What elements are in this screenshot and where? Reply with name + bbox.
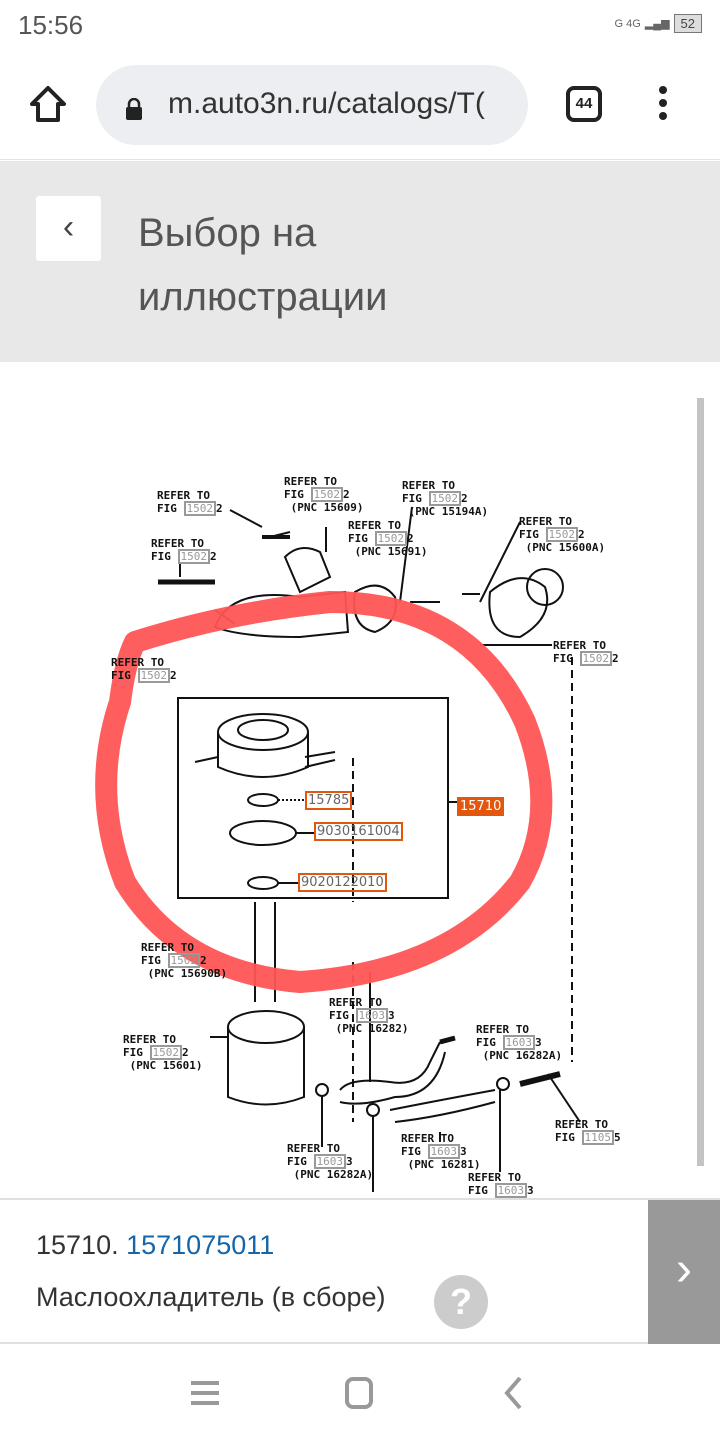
recents-icon[interactable] [190, 1378, 220, 1408]
fig-link[interactable]: 1502 [183, 501, 216, 516]
fig-link[interactable]: 1502 [149, 1045, 182, 1060]
part-number-link[interactable]: 1571075011 [126, 1230, 275, 1260]
fig-link[interactable]: 1502 [428, 491, 461, 506]
fig-link[interactable]: 1603 [355, 1008, 388, 1023]
fig-link[interactable]: 1502 [177, 549, 210, 564]
part-link-9030161004[interactable]: 9030161004 [314, 822, 403, 841]
battery-icon: 52 [673, 14, 702, 33]
back-nav-icon[interactable] [502, 1376, 524, 1410]
fig-link[interactable]: 1502 [137, 668, 170, 683]
fig-link[interactable]: 1502 [545, 527, 578, 542]
fig-link[interactable]: 1502 [374, 531, 407, 546]
fig-link[interactable]: 1105 [581, 1130, 614, 1145]
fig-link[interactable]: 1502 [310, 487, 343, 502]
back-button[interactable]: ‹ [36, 196, 101, 261]
scrollbar[interactable] [697, 398, 704, 1166]
fig-link[interactable]: 1603 [494, 1183, 527, 1198]
fig-link[interactable]: 1502 [579, 651, 612, 666]
lock-icon [126, 98, 142, 120]
help-icon[interactable]: ? [434, 1275, 488, 1329]
part-number-line: 15710. 1571075011 [36, 1230, 274, 1261]
next-button[interactable]: › [648, 1200, 720, 1344]
fig-link[interactable]: 1603 [502, 1035, 535, 1050]
system-nav-bar [0, 1346, 720, 1440]
clock: 15:56 [18, 10, 84, 40]
highlight-circle [95, 590, 553, 994]
part-link-9020122010[interactable]: 9020122010 [298, 873, 387, 892]
signal-icon: G 4G [614, 17, 641, 30]
home-icon[interactable] [28, 84, 68, 124]
address-bar[interactable]: m.auto3n.ru/catalogs/T( [96, 65, 528, 145]
tab-switcher-button[interactable]: 44 [566, 86, 602, 122]
part-link-15710-selected[interactable]: 15710 [457, 797, 505, 816]
page-header: ‹ Выбор на иллюстрации [0, 161, 720, 362]
browser-toolbar: m.auto3n.ru/catalogs/T( 44 [0, 56, 720, 160]
part-info-panel: 15710. 1571075011 Маслоохладитель (в сбо… [0, 1198, 720, 1344]
status-bar: 15:56 G 4G ▂▄▆ 52 [0, 0, 720, 56]
signal-bars-icon: ▂▄▆ [644, 18, 670, 30]
fig-link[interactable]: 1603 [427, 1144, 460, 1159]
fig-link[interactable]: 1502 [167, 953, 200, 968]
illustration-drawing [95, 506, 581, 1192]
part-link-15785[interactable]: 15785 [305, 791, 353, 810]
home-nav-icon[interactable] [344, 1376, 374, 1410]
status-icons: G 4G ▂▄▆ 52 [615, 14, 702, 33]
page-title: Выбор на иллюстрации [138, 211, 388, 319]
pnc-code: 15710. [36, 1230, 119, 1260]
part-name: Маслоохладитель (в сборе) [36, 1282, 386, 1312]
url-text[interactable]: m.auto3n.ru/catalogs/T( [168, 87, 485, 120]
more-menu-icon[interactable] [656, 86, 670, 125]
fig-link[interactable]: 1603 [313, 1154, 346, 1169]
